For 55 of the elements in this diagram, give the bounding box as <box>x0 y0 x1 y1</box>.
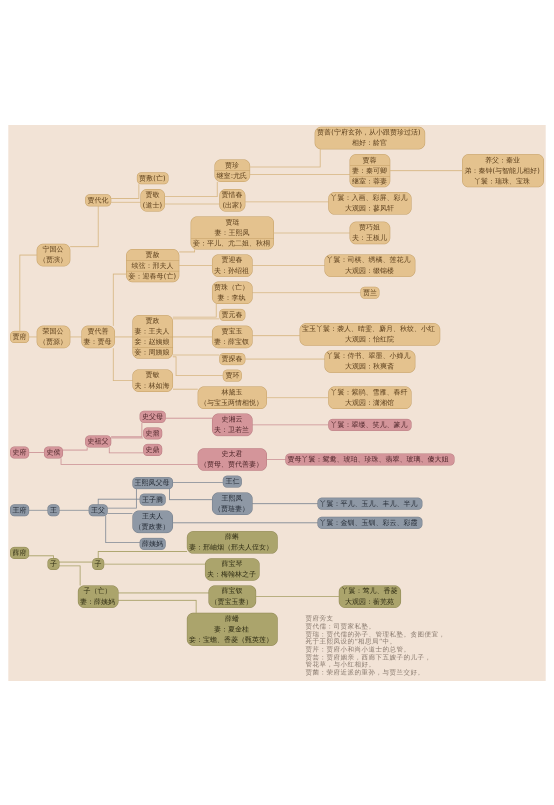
connector <box>172 303 217 318</box>
connector <box>266 396 329 398</box>
connector <box>112 347 133 381</box>
connector <box>172 522 318 523</box>
connector <box>172 318 220 319</box>
connector <box>110 437 144 438</box>
connector <box>250 148 321 167</box>
connector <box>172 481 224 482</box>
connector <box>108 446 144 453</box>
connector <box>98 550 188 558</box>
connector <box>172 354 220 355</box>
connector <box>110 201 142 202</box>
connector <box>252 424 329 425</box>
connector <box>70 336 82 337</box>
connector <box>114 336 133 337</box>
connector <box>107 512 133 514</box>
connector <box>28 554 54 558</box>
connector <box>58 509 90 510</box>
connector <box>244 200 329 202</box>
connector <box>164 180 218 197</box>
connector <box>169 488 212 500</box>
connector <box>58 565 81 586</box>
connector <box>178 248 196 252</box>
connector <box>165 417 213 418</box>
connector <box>104 563 206 564</box>
connector <box>172 336 213 337</box>
connector <box>58 561 93 562</box>
connector <box>252 264 326 266</box>
connector <box>98 498 140 504</box>
connector <box>118 599 197 613</box>
connector <box>172 388 198 390</box>
connector <box>60 457 198 464</box>
connector <box>110 183 140 198</box>
connector <box>244 358 326 359</box>
connector <box>266 458 286 460</box>
connector <box>28 509 48 510</box>
connector <box>118 592 209 593</box>
connector <box>107 488 137 508</box>
connector <box>19 254 38 331</box>
connector <box>110 422 142 437</box>
connector <box>172 356 224 376</box>
connector <box>112 273 127 326</box>
connector <box>250 173 350 174</box>
connector <box>273 232 350 233</box>
connector <box>178 264 213 266</box>
connector <box>256 596 340 597</box>
connector <box>70 205 99 247</box>
connector <box>164 203 220 204</box>
connector <box>390 170 463 171</box>
connector <box>252 502 318 504</box>
connector <box>252 334 300 336</box>
connector <box>252 292 361 293</box>
connector <box>62 446 88 450</box>
connector <box>105 515 140 543</box>
connector <box>28 336 38 337</box>
